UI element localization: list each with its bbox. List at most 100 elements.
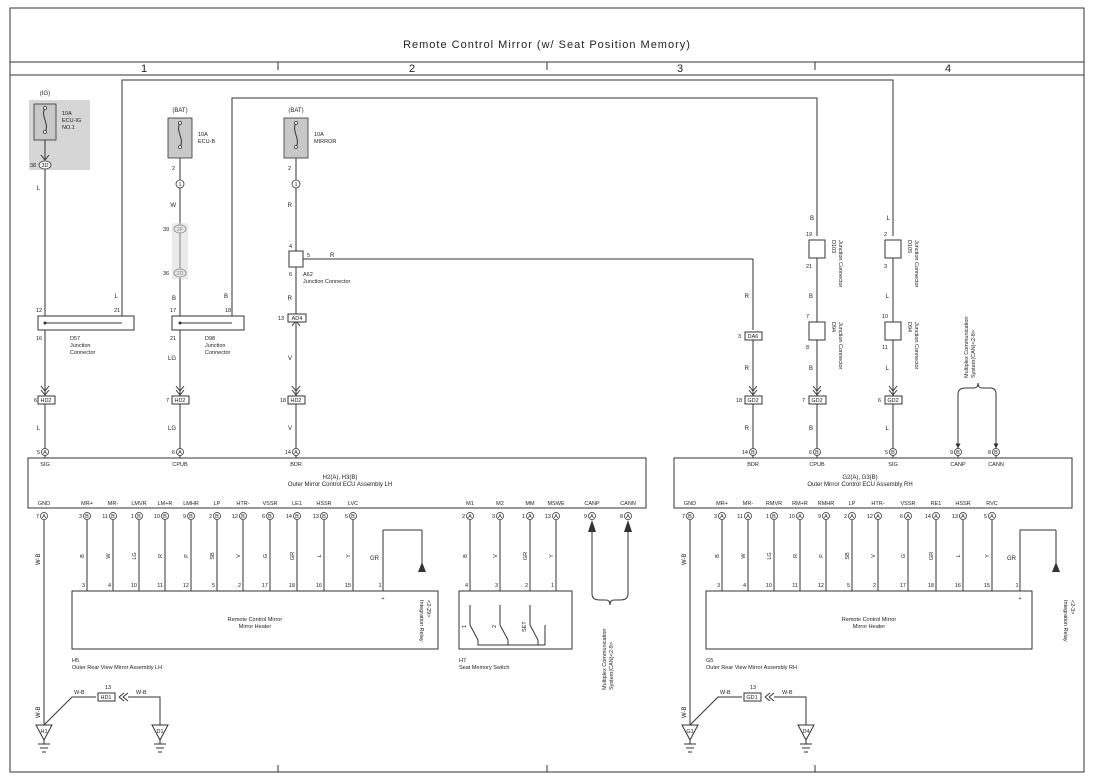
ecu-lh-label2: Outer Mirror Control ECU Assembly LH	[288, 482, 392, 488]
svg-text:D1: D1	[156, 729, 163, 735]
svg-text:21: 21	[170, 336, 176, 342]
svg-text:21: 21	[806, 264, 812, 270]
ecu_lh-bottom-conn-1: B	[85, 514, 89, 520]
ecu_lh-bottom-wire-8: G	[263, 554, 269, 558]
ecu_lh-bottom-conn-17: A	[626, 514, 630, 520]
ecu_lh-bottom-pin-11: 5	[345, 514, 348, 520]
svg-text:1: 1	[1015, 583, 1018, 589]
svg-text:1: 1	[462, 625, 468, 628]
svg-text:W-B: W-B	[682, 706, 688, 718]
ecu-lh-top-signal-0: SIG	[40, 462, 49, 468]
svg-text:L: L	[37, 186, 41, 192]
ecu_rh-bottom-signal-5: RMHR	[818, 501, 835, 507]
ecu-rh-top-pin-4: 8	[988, 450, 991, 456]
svg-text:G1: G1	[686, 729, 693, 735]
ecu_rh-bottom-pin-8: 6	[900, 514, 903, 520]
ecu_lh-bottom-pin-13: 3	[492, 514, 495, 520]
ecu_lh-mirror-pin-1: 3	[82, 583, 85, 589]
ecu-rh-box	[673, 457, 1073, 509]
svg-text:Remote Control Mirror: Remote Control Mirror	[842, 617, 897, 623]
ecu_lh-bottom-signal-15: MSWE	[547, 501, 564, 507]
svg-text:AD4: AD4	[292, 316, 303, 322]
svg-text:8: 8	[806, 345, 809, 351]
ecu_rh-bottom-conn-4: A	[798, 514, 802, 520]
svg-text:Connector: Connector	[70, 350, 96, 356]
ecu-rh-top-signal-4: CANN	[988, 462, 1004, 468]
svg-text:Junction Connector: Junction Connector	[303, 279, 351, 285]
ecu_rh-bottom-conn-8: A	[906, 514, 910, 520]
svg-text:GR: GR	[370, 556, 380, 562]
svg-text:Junction Connector: Junction Connector	[913, 322, 919, 370]
ecu-rh-top-pin-0: 14	[742, 450, 748, 456]
svg-text:Mirror Heater: Mirror Heater	[853, 624, 886, 630]
ground-d1	[151, 724, 169, 742]
ecu_lh-mirror-pin-15: 1	[551, 583, 554, 589]
ecu-rh-top-signal-2: SIG	[888, 462, 897, 468]
svg-text:R: R	[745, 366, 750, 372]
ecu-lh-label1: H2(A), H3(B)	[323, 475, 358, 481]
ecu_lh-bottom-conn-2: B	[111, 514, 115, 520]
svg-text:ECU-B: ECU-B	[198, 139, 215, 145]
ecu_lh-bottom-wire-2: W	[106, 553, 112, 559]
svg-text:DA6: DA6	[748, 334, 759, 340]
ecu_lh-bottom-conn-4: B	[163, 514, 167, 520]
ecu_lh-bottom-signal-11: LVC	[348, 501, 358, 507]
svg-text:L: L	[886, 426, 890, 432]
svg-text:6: 6	[289, 272, 292, 278]
ecu_lh-bottom-pin-5: 9	[183, 514, 186, 520]
relay-rh-label: Integration Relay	[1062, 600, 1068, 642]
svg-text:<2-29>: <2-29>	[425, 600, 431, 617]
ecu-lh-top-pin-2: 14	[285, 450, 291, 456]
ecu_rh-bottom-signal-2: MR-	[743, 501, 754, 507]
ecu_rh-bottom-pin-10: 13	[952, 514, 958, 520]
svg-text:R: R	[745, 294, 750, 300]
ecu_lh-bottom-signal-12: M1	[466, 501, 474, 507]
ecu_rh-bottom-conn-11: A	[990, 514, 994, 520]
ground-d4	[797, 724, 815, 742]
ecu_rh-mirror-pin-11: 15	[984, 583, 990, 589]
svg-text:B: B	[809, 366, 813, 372]
svg-text:6: 6	[878, 398, 881, 404]
svg-text:1: 1	[294, 182, 297, 188]
svg-text:W-B: W-B	[136, 690, 147, 696]
ecu-lh-top-pin-0: 5	[37, 450, 40, 456]
ecu_lh-bottom-pin-2: 11	[102, 514, 108, 520]
ecu-rh-label2: Outer Mirror Control ECU Assembly RH	[807, 482, 912, 488]
svg-text:Junction: Junction	[205, 343, 226, 349]
ecu-rh-top-conn-2: B	[891, 450, 895, 456]
svg-text:LG: LG	[168, 356, 176, 362]
ecu_lh-bottom-signal-8: VSSR	[263, 501, 278, 507]
svg-text:D94: D94	[906, 322, 912, 332]
ecu-rh-top-conn-3: B	[956, 450, 960, 456]
ecu_rh-bottom-pin-1: 3	[714, 514, 717, 520]
svg-text:W-B: W-B	[36, 706, 42, 718]
svg-text:GD2: GD2	[887, 398, 898, 404]
ecu-rh-top-signal-3: CANP	[950, 462, 966, 468]
svg-text:L: L	[886, 294, 890, 300]
d94-connector-b	[884, 321, 902, 341]
svg-text:W-B: W-B	[720, 690, 731, 696]
svg-text:19: 19	[806, 232, 812, 238]
zone-label-1: 1	[141, 63, 147, 75]
ecu_lh-bottom-pin-15: 13	[545, 514, 551, 520]
ecu_rh-bottom-wire-3: LG	[767, 552, 773, 559]
ecu_lh-bottom-conn-13: A	[498, 514, 502, 520]
ecu_rh-bottom-wire-10: L	[956, 554, 962, 557]
ecu_lh-bottom-pin-12: 2	[462, 514, 465, 520]
svg-text:B: B	[172, 296, 176, 302]
svg-text:V: V	[288, 426, 292, 432]
ecu_lh-bottom-pin-4: 10	[154, 514, 160, 520]
ecu_lh-bottom-wire-14: GR	[523, 552, 529, 560]
a62-id: A62	[303, 272, 313, 278]
ecu-lh-top-pin-1: 6	[172, 450, 175, 456]
ecu_rh-mirror-pin-10: 16	[955, 583, 961, 589]
ecu_rh-bottom-wire-5: P	[819, 554, 825, 558]
ecu_rh-bottom-signal-6: LP	[849, 501, 856, 507]
svg-text:GR: GR	[1007, 556, 1017, 562]
svg-text:5: 5	[307, 253, 310, 259]
mirror-rh-id: G5	[706, 658, 713, 664]
svg-text:13: 13	[750, 685, 756, 691]
ecu_rh-bottom-pin-9: 14	[925, 514, 931, 520]
ecu_lh-bottom-conn-12: A	[468, 514, 472, 520]
ecu_lh-bottom-conn-14: A	[528, 514, 532, 520]
